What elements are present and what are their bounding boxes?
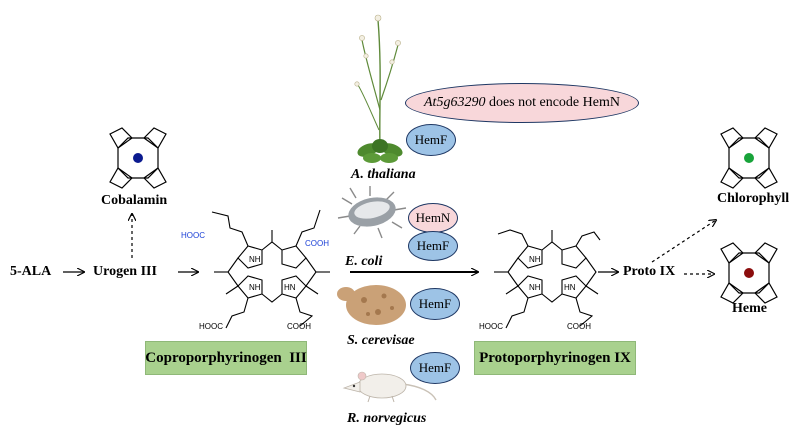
enzyme-hemf-rnorvegicus: HemF	[410, 352, 460, 384]
copro-nh-top: NH	[249, 255, 261, 264]
cobalamin-metal-dot	[133, 153, 143, 163]
label-proto-ix: Proto IX	[623, 264, 676, 279]
organism-r-norvegicus: R. norvegicus	[347, 411, 427, 426]
coproporphyrinogen-box: Coproporphyrinogen III	[145, 341, 307, 375]
enzyme-hemf-ecoli: HemF	[408, 231, 458, 261]
enzyme-hemf-athaliana: HemF	[406, 124, 456, 156]
copro-hn-bottom: HN	[284, 283, 296, 292]
organism-s-cerevisae: S. cerevisae	[347, 333, 415, 348]
enzyme-hemf-label: HemF	[418, 360, 452, 375]
rat-icon	[342, 371, 437, 403]
copro-nh-bottom: NH	[249, 283, 261, 292]
label-chlorophyll: Chlorophyll	[717, 191, 790, 206]
protoporphyrinogen-structure	[494, 229, 601, 329]
cobalamin-macrocycle-icon	[109, 127, 167, 189]
protoporphyrinogen-box: Protoporphyrinogen IX	[474, 341, 636, 375]
note-gene-name: At5g63290	[424, 95, 486, 110]
ecoli-bacterium-icon	[337, 186, 407, 239]
coproporphyrinogen-structure	[211, 209, 330, 329]
note-text: does not encode HemN	[485, 95, 620, 110]
hemn-note-ellipse: At5g63290 does not encode HemN	[405, 83, 639, 123]
chlorophyll-macrocycle-icon	[720, 127, 778, 189]
coproporphyrinogen-label: Coproporphyrinogen III	[145, 349, 307, 366]
proto-nh-bottom: NH	[529, 283, 541, 292]
yeast-cell-icon	[337, 285, 406, 325]
protoporphyrinogen-label: Protoporphyrinogen IX	[479, 349, 631, 366]
label-heme: Heme	[732, 301, 767, 316]
label-urogen-iii: Urogen III	[93, 264, 157, 279]
arrow-protoix-chlorophyll	[651, 220, 716, 263]
label-5-ala: 5-ALA	[10, 264, 52, 279]
proto-cooh-bottom: COOH	[567, 322, 591, 331]
organism-e-coli: E. coli	[345, 254, 383, 269]
copro-cooh-blue: COOH	[305, 239, 329, 248]
proto-hn-bottom: HN	[564, 283, 576, 292]
enzyme-hemf-label: HemF	[414, 132, 448, 147]
enzyme-hemf-label: HemF	[418, 296, 452, 311]
heme-macrocycle-icon	[720, 242, 778, 304]
proto-hooc-bottom: HOOC	[479, 322, 503, 331]
enzyme-hemf-scerevisae: HemF	[410, 288, 460, 320]
heme-metal-dot	[744, 268, 754, 278]
enzyme-hemn-label: HemN	[415, 210, 451, 225]
chlorophyll-metal-dot	[744, 153, 754, 163]
organism-a-thaliana: A. thaliana	[351, 167, 416, 182]
enzyme-hemn-ecoli: HemN	[408, 203, 458, 233]
enzyme-hemf-label: HemF	[416, 238, 450, 253]
copro-hooc-blue: HOOC	[181, 231, 205, 240]
copro-cooh-bottom: COOH	[287, 322, 311, 331]
arabidopsis-plant-icon	[354, 14, 403, 163]
label-cobalamin: Cobalamin	[101, 193, 168, 208]
copro-hooc-bottom: HOOC	[199, 322, 223, 331]
proto-nh-top: NH	[529, 255, 541, 264]
